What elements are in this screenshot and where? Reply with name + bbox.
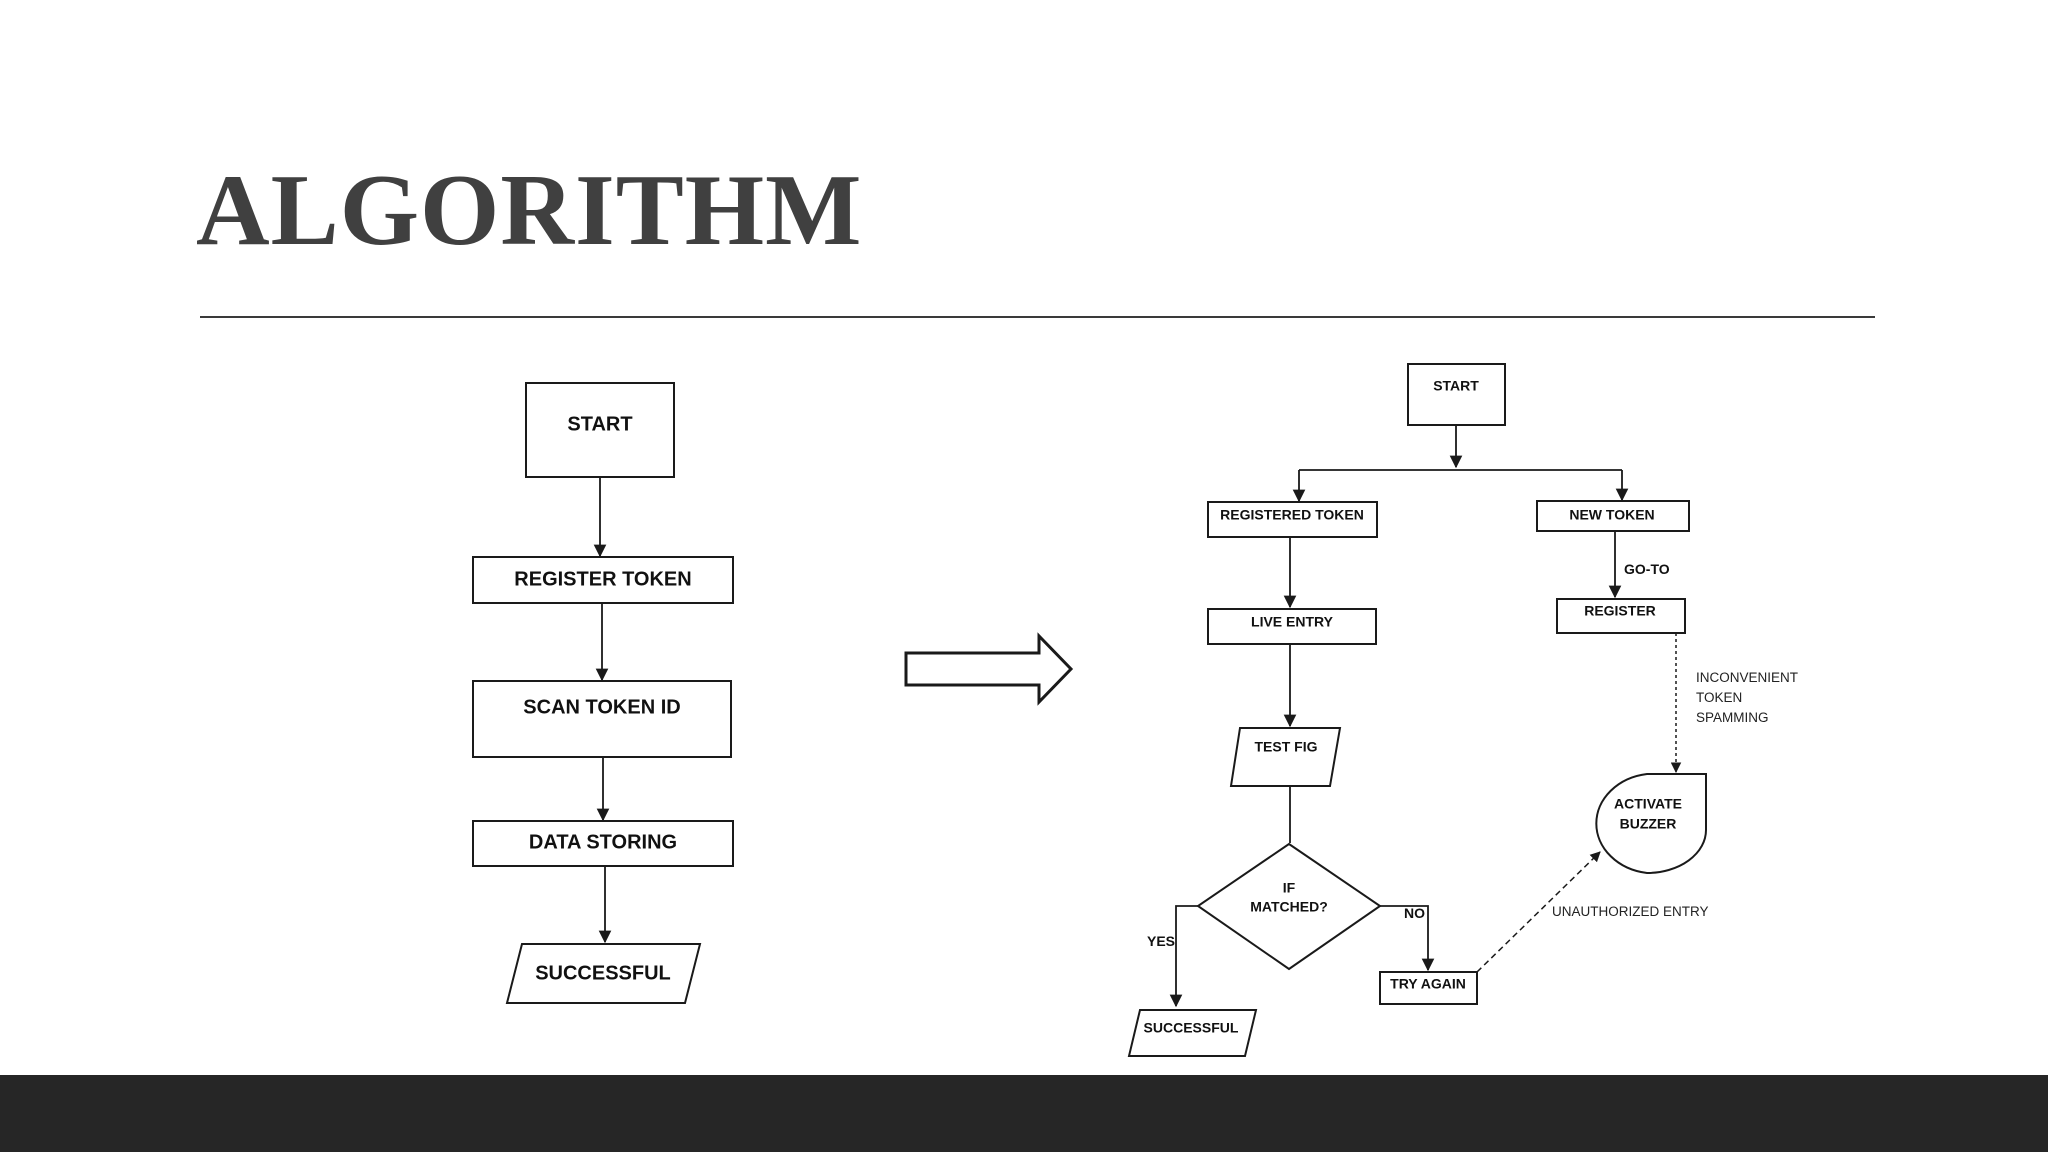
- right-if-matched-line1: IF: [1283, 880, 1296, 896]
- right-no-branch: [1380, 905, 1435, 972]
- right-live-entry-box: [1207, 608, 1377, 645]
- right-activate-buzzer-shape: [1595, 773, 1707, 875]
- right-no-label: NO: [1404, 905, 1425, 921]
- right-try-again-box: [1379, 971, 1478, 1005]
- right-new-token-label: NEW TOKEN: [1569, 507, 1654, 523]
- right-register-label: REGISTER: [1584, 603, 1656, 619]
- right-flowchart: START REGISTERED TOKEN NEW TOKEN GO-TO R…: [1127, 363, 1798, 1057]
- transition-arrow-icon: [904, 632, 1074, 706]
- left-data-storing-label: DATA STORING: [529, 831, 677, 853]
- right-register-box: [1556, 598, 1686, 634]
- left-start-label: START: [567, 413, 632, 435]
- right-live-entry-label: LIVE ENTRY: [1251, 614, 1334, 630]
- left-scan-token-id-box: [472, 680, 732, 758]
- right-unauthorized-entry-label: UNAUTHORIZED ENTRY: [1552, 904, 1709, 919]
- right-if-matched-diamond: [1196, 842, 1382, 971]
- right-registered-token-box: [1207, 501, 1378, 538]
- footer-bar: [0, 1075, 2048, 1152]
- title-divider: [200, 316, 1875, 318]
- right-start-label: START: [1433, 378, 1479, 394]
- right-test-fig-parallelogram: [1229, 727, 1342, 787]
- right-start-box: [1407, 363, 1506, 426]
- left-successful-label: SUCCESSFUL: [535, 962, 671, 984]
- right-dashed-connector: [1476, 851, 1601, 973]
- left-register-token-label: REGISTER TOKEN: [514, 568, 691, 590]
- page-title: ALGORITHM: [196, 154, 863, 267]
- left-flowchart: START REGISTER TOKEN SCAN TOKEN ID DATA …: [472, 382, 734, 1004]
- left-data-storing-box: [472, 820, 734, 867]
- right-test-fig-label: TEST FIG: [1255, 739, 1318, 755]
- right-new-token-box: [1536, 500, 1690, 532]
- right-registered-token-label: REGISTERED TOKEN: [1220, 507, 1364, 523]
- left-register-token-box: [472, 556, 734, 604]
- right-successful-label: SUCCESSFUL: [1144, 1020, 1239, 1036]
- right-inconvenient-line3: SPAMMING: [1696, 710, 1769, 725]
- left-start-box: [525, 382, 675, 478]
- right-successful-parallelogram: [1127, 1009, 1258, 1057]
- right-yes-label: YES: [1147, 933, 1175, 949]
- right-goto-label: GO-TO: [1624, 561, 1670, 577]
- right-yes-branch: [1169, 905, 1198, 1008]
- right-activate-buzzer-line1: ACTIVATE: [1614, 796, 1682, 812]
- right-inconvenient-line1: INCONVENIENT: [1696, 670, 1798, 685]
- left-scan-token-id-label: SCAN TOKEN ID: [523, 696, 680, 718]
- right-activate-buzzer-line2: BUZZER: [1620, 816, 1677, 832]
- left-successful-parallelogram: [505, 943, 702, 1004]
- right-inconvenient-line2: TOKEN: [1696, 690, 1742, 705]
- right-if-matched-line2: MATCHED?: [1250, 899, 1328, 915]
- right-try-again-label: TRY AGAIN: [1390, 976, 1466, 992]
